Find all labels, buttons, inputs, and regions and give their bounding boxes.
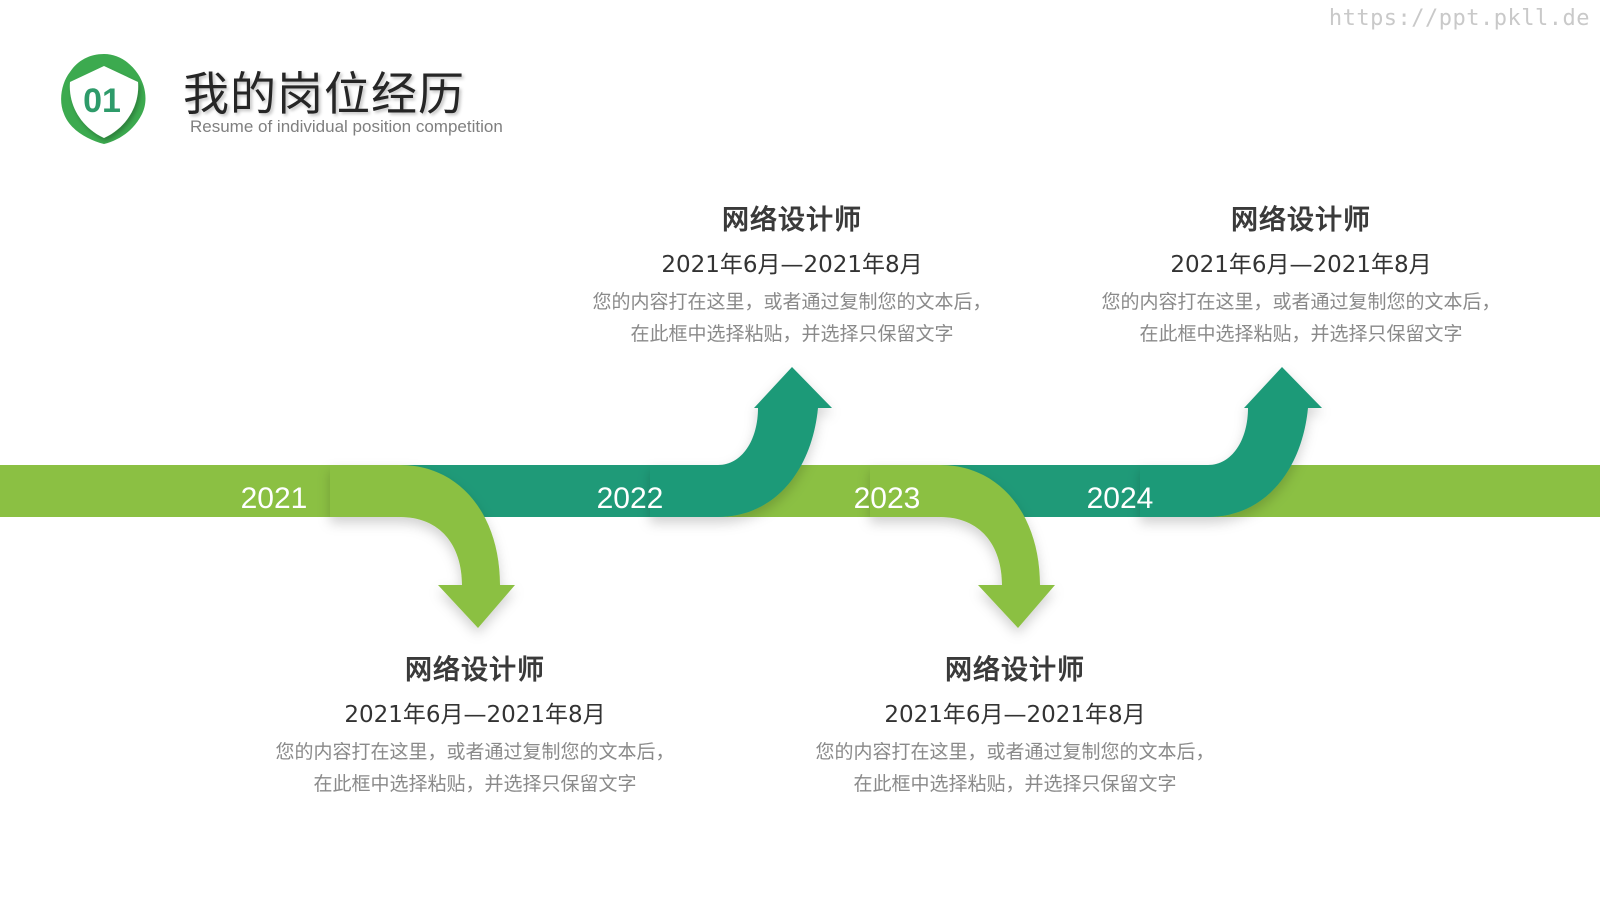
up-arrow-2: [1140, 367, 1322, 517]
entry-description-line: 在此框中选择粘贴，并选择只保留文字: [630, 323, 954, 345]
entry-card-2023: 网络设计师 2021年6月—2021年8月 您的内容打在这里，或者通过复制您的文…: [795, 648, 1235, 800]
entry-role: 网络设计师: [945, 655, 1085, 686]
entry-role: 网络设计师: [1231, 205, 1371, 236]
page-title: 我的岗位经历: [183, 67, 465, 121]
entry-period: 2021年6月—2021年8月: [661, 252, 923, 278]
entry-role: 网络设计师: [722, 205, 862, 236]
entry-period: 2021年6月—2021年8月: [1170, 252, 1432, 278]
section-badge: 01: [61, 54, 146, 144]
entry-role: 网络设计师: [405, 655, 545, 686]
year-label-2023: 2023: [853, 482, 921, 515]
entry-period: 2021年6月—2021年8月: [344, 702, 606, 728]
entry-description-line: 在此框中选择粘贴，并选择只保留文字: [313, 773, 637, 795]
entry-card-2024: 网络设计师 2021年6月—2021年8月 您的内容打在这里，或者通过复制您的文…: [1081, 198, 1521, 350]
entry-description-line: 在此框中选择粘贴，并选择只保留文字: [1139, 323, 1463, 345]
entry-description-line: 您的内容打在这里，或者通过复制您的文本后，: [592, 291, 992, 313]
up-arrow-1: [650, 367, 832, 517]
down-arrow-1: [330, 465, 515, 628]
year-label-2022: 2022: [596, 482, 664, 515]
year-label-2024: 2024: [1086, 482, 1154, 515]
page-subtitle: Resume of individual position competitio…: [190, 117, 503, 136]
entry-description-line: 您的内容打在这里，或者通过复制您的文本后，: [815, 741, 1215, 763]
entry-description-line: 您的内容打在这里，或者通过复制您的文本后，: [275, 741, 675, 763]
watermark-url: https://ppt.pkll.de: [1328, 6, 1590, 31]
entry-period: 2021年6月—2021年8月: [884, 702, 1146, 728]
year-label-2021: 2021: [240, 482, 308, 515]
entry-card-2022: 网络设计师 2021年6月—2021年8月 您的内容打在这里，或者通过复制您的文…: [572, 198, 1012, 350]
entry-card-2021: 网络设计师 2021年6月—2021年8月 您的内容打在这里，或者通过复制您的文…: [255, 648, 695, 800]
entry-description-line: 您的内容打在这里，或者通过复制您的文本后，: [1101, 291, 1501, 313]
entry-description-line: 在此框中选择粘贴，并选择只保留文字: [853, 773, 1177, 795]
badge-number: 01: [83, 82, 121, 120]
down-arrow-2: [870, 465, 1055, 628]
